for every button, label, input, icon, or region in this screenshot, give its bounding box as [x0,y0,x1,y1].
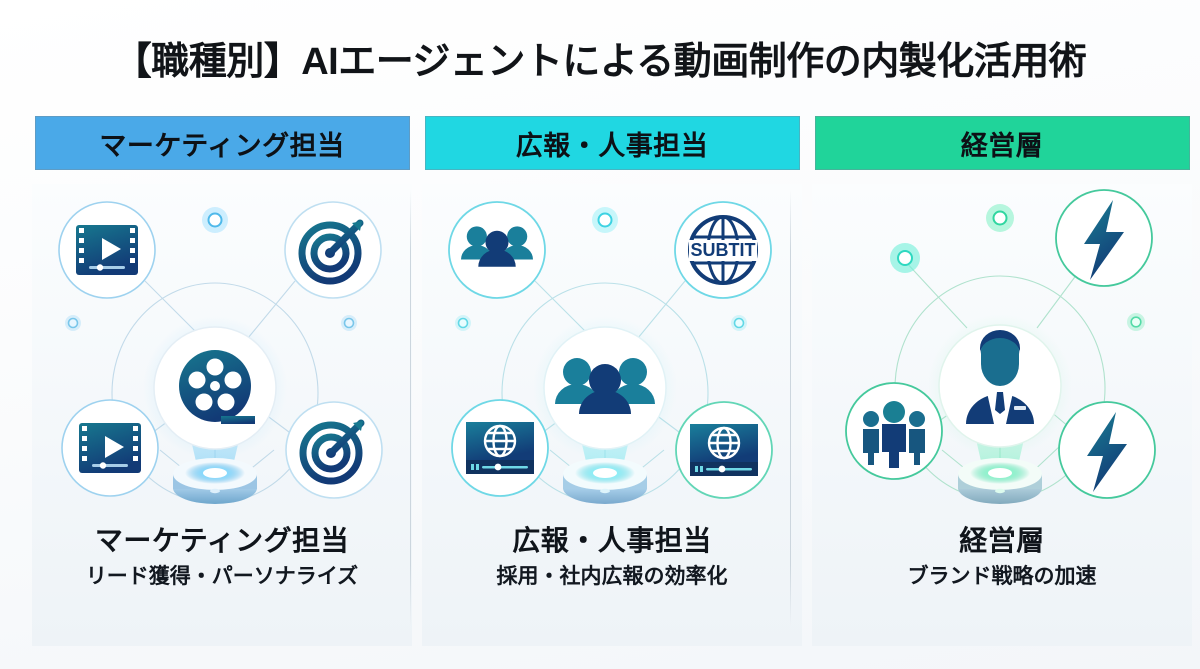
target-bullseye-icon [299,419,365,485]
diagram-pr-hr: SUBTIT [442,188,782,518]
video-player-icon [79,423,141,473]
satellite-top-left [448,201,546,299]
column-executive: 経営層 [812,116,1192,646]
satellite-bottom-left [451,399,549,497]
hologram-projector-base [173,458,257,504]
header-bar-pr-hr: 広報・人事担当 [424,116,800,170]
page-title: 【職種別】AIエージェントによる動画制作の内製化活用術 [113,41,1087,83]
people-group-icon [555,358,655,414]
satellite-bottom-right [675,401,773,499]
standing-people-group-icon [863,401,925,468]
satellite-bottom-right [285,401,383,499]
lightning-bolt-icon [1087,412,1127,492]
businessman-icon [966,330,1034,424]
header-bar-executive: 経営層 [814,116,1190,170]
node-dots [890,204,1145,331]
hologram-projector-base [563,458,647,504]
globe-subtitle-label: SUBTIT [691,240,756,260]
satellite-top-right [1055,189,1153,287]
diagram-marketing [52,188,392,518]
film-reel-icon [179,350,255,424]
node-dots [455,207,747,331]
caption-executive: 経営層 ブランド戦略の加速 [812,524,1192,589]
caption-title: 広報・人事担当 [512,525,712,556]
caption-subtitle: 採用・社内広報の効率化 [496,564,728,588]
diagram-executive [832,188,1172,518]
center-node-executive [928,314,1072,458]
caption-title: 経営層 [959,525,1045,556]
satellite-bottom-left [61,399,159,497]
globe-video-player-icon [690,424,758,476]
caption-pr-hr: 広報・人事担当 採用・社内広報の効率化 [422,524,802,589]
satellite-top-right: SUBTIT [674,201,772,299]
globe-video-player-icon [466,422,534,474]
column-divider-1 [410,190,411,626]
center-node-pr-hr [533,316,677,460]
satellite-bottom-left [845,382,943,480]
header-bar-marketing: マーケティング担当 [34,116,410,170]
center-node-marketing [143,316,287,460]
video-player-icon [76,225,138,275]
node-dots [65,207,357,331]
satellite-top-left [58,201,156,299]
caption-subtitle: リード獲得・パーソナライズ [85,564,359,588]
header-bar-label: 経営層 [960,130,1044,161]
people-group-icon [461,226,533,267]
hologram-projector-base [958,458,1042,504]
column-divider-2 [790,190,791,626]
caption-marketing: マーケティング担当 リード獲得・パーソナライズ [32,524,412,589]
column-marketing: マーケティング担当 [32,116,412,646]
header-bar-label: 広報・人事担当 [515,130,709,161]
target-bullseye-icon [298,219,364,285]
satellite-bottom-right [1058,401,1156,499]
caption-title: マーケティング担当 [94,525,350,556]
columns-container: マーケティング担当 [0,116,1200,646]
caption-subtitle: ブランド戦略の加速 [907,564,1097,588]
column-pr-hr: 広報・人事担当 [422,116,802,646]
satellite-top-right [284,201,382,299]
header-bar-label: マーケティング担当 [99,130,345,161]
globe-subtitle-icon: SUBTIT [688,215,758,285]
lightning-bolt-icon [1084,200,1124,280]
